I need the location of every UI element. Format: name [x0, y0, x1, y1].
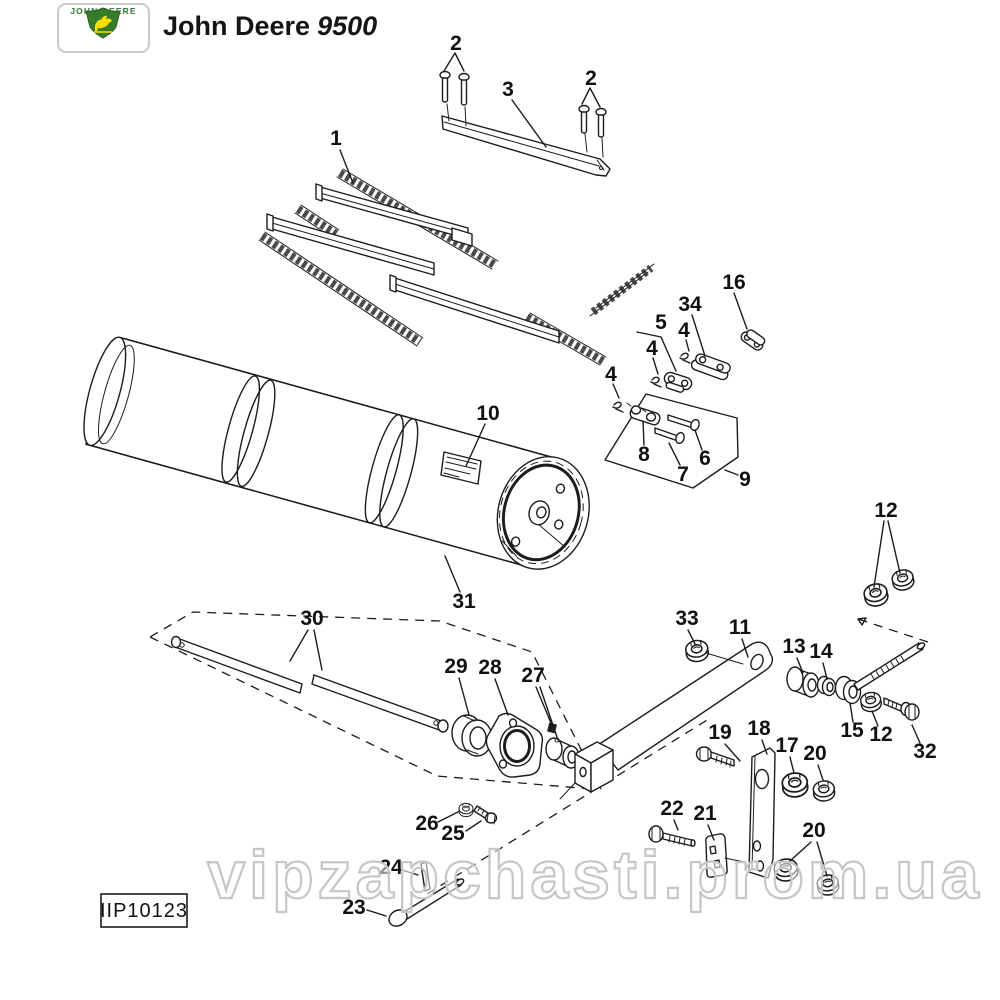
callout-27: 27 [521, 664, 544, 687]
part-10-decal [440, 451, 482, 485]
callout-leader-lines [289, 52, 921, 917]
part-13-bushing [786, 666, 820, 698]
carriage-bolt-long [853, 642, 926, 691]
part-22-bolt [648, 825, 696, 847]
callout-16: 16 [722, 271, 745, 294]
callout-26: 26 [415, 812, 438, 835]
figure-code: IIP10123 [100, 900, 188, 922]
callout-28: 28 [478, 656, 502, 679]
part-26-nut [458, 802, 474, 818]
callout-13: 13 [782, 635, 805, 658]
figure-code-box: IIP10123 [100, 893, 188, 928]
callout-1: 1 [330, 127, 342, 150]
callout-12: 12 [869, 723, 892, 746]
part-19-bolt [695, 746, 735, 768]
callout-2: 2 [585, 67, 597, 90]
part-32-bolt [883, 697, 920, 721]
part-16-chain-link [740, 329, 766, 351]
part-25-bolt [473, 805, 498, 825]
part-9-plate-outline [604, 393, 739, 489]
nut-33-leader [705, 652, 744, 665]
part-20-lock-nut [811, 779, 837, 803]
part-21-plate [705, 833, 745, 878]
part-31-feeder-drum [83, 336, 590, 570]
callout-30: 30 [300, 607, 323, 630]
callout-6: 6 [699, 447, 711, 470]
part-2-carriage-bolts [439, 70, 607, 158]
part-8-pin-link [626, 402, 661, 426]
part-23-bolt [388, 878, 465, 927]
part-27-bushing [545, 737, 580, 769]
callout-32: 32 [913, 740, 936, 763]
callout-7: 7 [677, 463, 689, 486]
part-17-flange-nut [780, 771, 810, 799]
part-3-wear-strip [441, 115, 611, 177]
part-15-bushing [834, 675, 862, 705]
part-5-link-plate [663, 371, 693, 393]
part-33-flange-nut [683, 638, 711, 664]
part-28-flange-plate [485, 712, 544, 778]
dashed-arrowhead [857, 617, 867, 626]
part-29-collar [451, 714, 493, 757]
callout-3: 3 [502, 78, 514, 101]
deere-shield-icon [85, 7, 121, 39]
callout-34: 34 [678, 293, 702, 316]
part-1-conveyor-frame [258, 168, 655, 366]
callout-20: 20 [802, 819, 825, 842]
callout-4: 4 [605, 363, 617, 386]
part-24-key [420, 861, 431, 892]
part-12-flange-nut [861, 581, 891, 609]
callout-23: 23 [342, 896, 365, 919]
callout-19: 19 [708, 721, 731, 744]
callout-21: 21 [693, 802, 717, 825]
part-34-connector-link [690, 353, 731, 381]
part-12-flange-nut [889, 567, 917, 593]
part-11-arm [559, 641, 774, 800]
callout-22: 22 [660, 797, 683, 820]
callout-31: 31 [452, 590, 476, 613]
callout-17: 17 [775, 734, 798, 757]
part-12-flange-nut [858, 690, 884, 714]
title-make: John Deere [163, 11, 311, 41]
callout-8: 8 [638, 443, 650, 466]
part-4-spring-clips [612, 352, 691, 413]
callout-15: 15 [840, 719, 864, 742]
callout-9: 9 [739, 468, 751, 491]
callout-4: 4 [678, 319, 690, 342]
callout-2: 2 [450, 32, 462, 55]
callout-10: 10 [476, 402, 499, 425]
callout-12: 12 [874, 499, 897, 522]
dashed-group-outlines [149, 611, 929, 895]
callout-4: 4 [646, 337, 658, 360]
callout-14: 14 [809, 640, 833, 663]
callout-11: 11 [729, 616, 752, 639]
part-30-rods [170, 635, 449, 733]
callout-25: 25 [441, 822, 465, 845]
callout-29: 29 [444, 655, 467, 678]
callout-20: 20 [803, 742, 826, 765]
part-18-strap [748, 747, 776, 879]
title-model: 9500 [317, 11, 378, 41]
john-deere-logo: JOHN DEERE [57, 3, 150, 53]
part-6-pin [667, 414, 700, 432]
callout-18: 18 [747, 717, 771, 740]
callout-5: 5 [655, 311, 667, 334]
watermark-text: vipzapchasti.prom.ua [207, 837, 982, 913]
part-7-pin [654, 427, 685, 445]
callout-33: 33 [675, 607, 698, 630]
callout-24: 24 [379, 856, 403, 879]
